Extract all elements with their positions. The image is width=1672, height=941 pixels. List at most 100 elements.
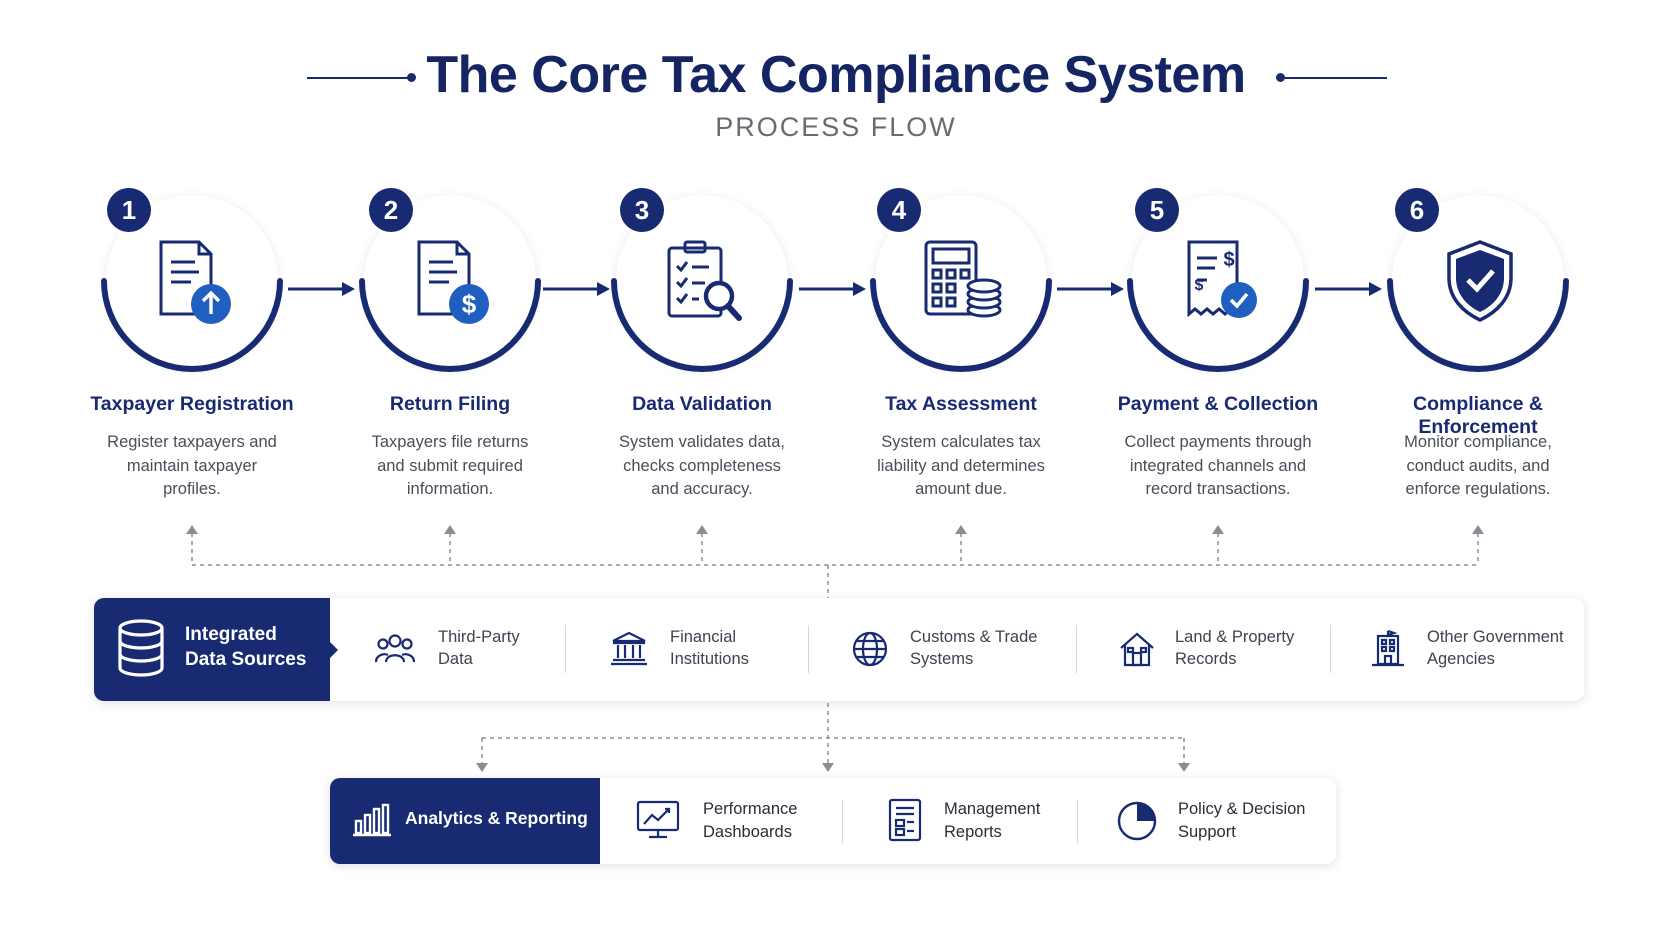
analytics-label: Dashboards xyxy=(703,823,792,841)
document-upload-icon xyxy=(159,240,231,324)
divider xyxy=(1330,625,1331,673)
step-number-badge: 4 xyxy=(877,188,921,232)
step-description-line: Monitor compliance, xyxy=(1404,433,1552,451)
step-description-line: Taxpayers file returns xyxy=(371,433,529,451)
step-title: Taxpayer Registration xyxy=(90,393,294,415)
globe-icon xyxy=(852,631,888,667)
bar-chart-icon xyxy=(353,803,391,837)
data-source-label: Customs & Trade xyxy=(910,628,1038,646)
step-title: Compliance & Enforcement xyxy=(1412,393,1544,438)
step-title: Data Validation xyxy=(632,393,772,415)
data-sources-header-pointer xyxy=(328,640,338,660)
flow-arrow-icon xyxy=(288,282,355,296)
step-description-line: information. xyxy=(406,480,494,498)
data-sources-header xyxy=(94,598,330,701)
step-ring-arc xyxy=(611,278,793,372)
step-description: Taxpayers file returns and submit require… xyxy=(350,431,550,502)
data-source-label: Financial xyxy=(670,628,737,646)
step-description-line: maintain taxpayer xyxy=(126,456,258,475)
data-sources-title-line2: Data Sources xyxy=(185,649,307,670)
receipt-check-icon: $ $ xyxy=(1187,240,1257,318)
step-description-line: and submit required xyxy=(377,456,523,475)
data-source-land: Land & Property Records xyxy=(1175,626,1294,670)
analytics-policy: Policy & Decision Support xyxy=(1178,798,1305,844)
step-description-line: and accuracy. xyxy=(651,480,753,498)
analytics-label: Management xyxy=(944,800,1041,818)
divider xyxy=(808,625,809,673)
step-number-badge: 6 xyxy=(1395,188,1439,232)
divider xyxy=(1077,800,1078,844)
data-source-label: Data xyxy=(438,650,473,668)
calculator-coins-icon xyxy=(924,240,1002,318)
government-building-icon xyxy=(1372,630,1404,667)
divider xyxy=(1076,625,1077,673)
flow-arrow-icon xyxy=(798,282,866,296)
step-number-badge: 2 xyxy=(369,188,413,232)
step-title: Return Filing xyxy=(389,393,511,415)
analytics-performance: Performance Dashboards xyxy=(703,798,797,844)
svg-text:$: $ xyxy=(462,289,477,319)
database-icon xyxy=(118,619,164,677)
data-sources-title: Integrated Data Sources xyxy=(185,622,325,672)
bank-icon xyxy=(611,631,647,666)
title-rule-left xyxy=(307,77,411,79)
divider xyxy=(565,625,566,673)
people-icon xyxy=(374,634,416,663)
data-sources-title-line1: Integrated xyxy=(185,624,277,645)
step-title: Tax Assessment xyxy=(885,393,1037,415)
step-description-line: System calculates tax xyxy=(881,433,1041,451)
data-source-government: Other Government Agencies xyxy=(1427,626,1564,670)
svg-text:$: $ xyxy=(1223,249,1234,271)
step-description-line: enforce regulations. xyxy=(1405,480,1551,498)
flow-arrow-icon xyxy=(1056,282,1124,296)
analytics-management: Management Reports xyxy=(944,798,1040,844)
step-ring-arc xyxy=(359,278,541,372)
analytics-title: Analytics & Reporting xyxy=(405,808,588,828)
step-description-line: integrated channels and xyxy=(1129,456,1307,475)
data-source-label: Third-Party xyxy=(438,628,520,646)
analytics-label: Policy & Decision xyxy=(1178,800,1306,818)
step-description: System validates data, checks completenes… xyxy=(602,431,802,502)
flow-arrow-icon xyxy=(1315,282,1382,296)
monitor-chart-icon xyxy=(636,800,680,839)
step-description-line: System validates data, xyxy=(619,433,785,451)
step-ring-arc xyxy=(1127,278,1309,372)
step-description: System calculates tax liability and deter… xyxy=(861,431,1061,502)
step-description-line: liability and determines xyxy=(877,456,1045,475)
step-description-line: checks completeness xyxy=(623,456,781,475)
step-number-badge: 3 xyxy=(620,188,664,232)
page-title: The Core Tax Compliance System xyxy=(426,46,1246,104)
step-description-line: conduct audits, and xyxy=(1406,456,1550,475)
shield-check-icon xyxy=(1447,240,1513,322)
step-description-line: record transactions. xyxy=(1145,480,1291,498)
step-ring-arc xyxy=(101,278,283,372)
analytics-label: Support xyxy=(1178,823,1236,841)
step-title: Payment & Collection xyxy=(1117,393,1319,415)
data-source-label: Records xyxy=(1175,650,1237,668)
house-icon xyxy=(1120,632,1154,667)
title-rule-dot-right xyxy=(1276,73,1285,82)
data-source-customs: Customs & Trade Systems xyxy=(910,626,1037,670)
step-description-line: amount due. xyxy=(915,480,1007,498)
divider xyxy=(842,800,843,844)
document-dollar-icon: $ xyxy=(417,240,489,324)
title-rule-dot-left xyxy=(407,73,416,82)
pie-chart-icon xyxy=(1117,801,1157,841)
data-source-label: Institutions xyxy=(670,650,749,668)
page-subtitle: PROCESS FLOW xyxy=(715,112,957,142)
step-description-line: profiles. xyxy=(163,480,221,498)
data-source-label: Land & Property xyxy=(1175,628,1295,646)
data-source-financial: Financial Institutions xyxy=(670,626,749,670)
svg-text:$: $ xyxy=(1195,277,1204,294)
data-source-label: Agencies xyxy=(1427,650,1495,668)
step-number-badge: 5 xyxy=(1135,188,1179,232)
flow-arrow-icon xyxy=(543,282,610,296)
step-number-badge: 1 xyxy=(107,188,151,232)
data-source-label: Systems xyxy=(910,650,974,668)
data-sources-bar xyxy=(94,598,1584,701)
analytics-label: Performance xyxy=(703,800,798,818)
analytics-label: Reports xyxy=(944,823,1002,841)
